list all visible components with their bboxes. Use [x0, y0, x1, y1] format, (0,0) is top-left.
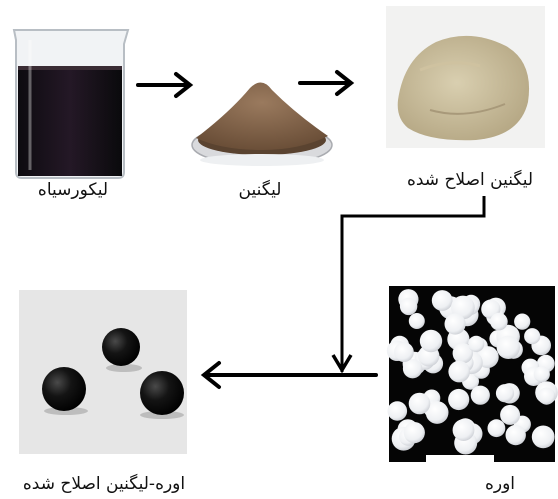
lignin-label: لیگنین — [238, 180, 282, 200]
black-liquor-label: لیکورسیاه — [37, 180, 109, 200]
urea-pearl — [538, 387, 556, 405]
urea-pearl — [408, 313, 425, 329]
urea-pearl — [531, 425, 555, 449]
urea-pearl — [487, 419, 506, 438]
connector-line — [331, 196, 486, 374]
urea-pearl — [514, 313, 531, 330]
urea-pearl — [495, 384, 515, 403]
arrow-urea-to-product — [200, 361, 378, 389]
modified-lignin-powder-image — [386, 6, 545, 148]
urea-pearl — [533, 366, 550, 383]
urea-label: اوره — [484, 474, 516, 494]
urea-pearl — [470, 385, 490, 405]
urea-pearl — [419, 329, 443, 353]
urea-pearl — [496, 335, 520, 359]
urea-pearl — [431, 290, 453, 311]
lignin-powder-dish-image — [191, 82, 333, 166]
urea-pearl — [403, 422, 425, 444]
urea-pearl — [408, 392, 431, 415]
urea-pearl — [448, 360, 471, 383]
urea-modified-lignin-label: اوره-لیگنین اصلاح شده — [22, 474, 186, 494]
urea-pearl — [448, 388, 470, 411]
urea-pearls-image — [386, 286, 558, 463]
urea-pearl — [490, 312, 508, 331]
urea-modified-lignin-spheres-image — [19, 290, 187, 454]
urea-pearl — [452, 419, 475, 441]
arrow-lignin-to-modified — [298, 70, 355, 96]
arrow-beaker-to-lignin — [136, 72, 194, 98]
urea-pearl — [394, 342, 414, 362]
urea-pearl — [451, 295, 475, 320]
urea-pearl — [452, 343, 473, 364]
urea-pearl — [402, 359, 423, 379]
urea-pearl — [468, 335, 485, 352]
modified-lignin-label: لیگنین اصلاح شده — [406, 170, 534, 190]
urea-pearl — [387, 401, 408, 421]
urea-pearl — [500, 404, 521, 425]
black-liquor-beaker-image — [12, 29, 130, 179]
urea-pearl — [505, 424, 526, 446]
urea-pearl — [444, 313, 466, 335]
urea-pearl — [425, 401, 449, 424]
urea-pearl — [524, 328, 541, 345]
urea-pearl — [399, 297, 418, 316]
